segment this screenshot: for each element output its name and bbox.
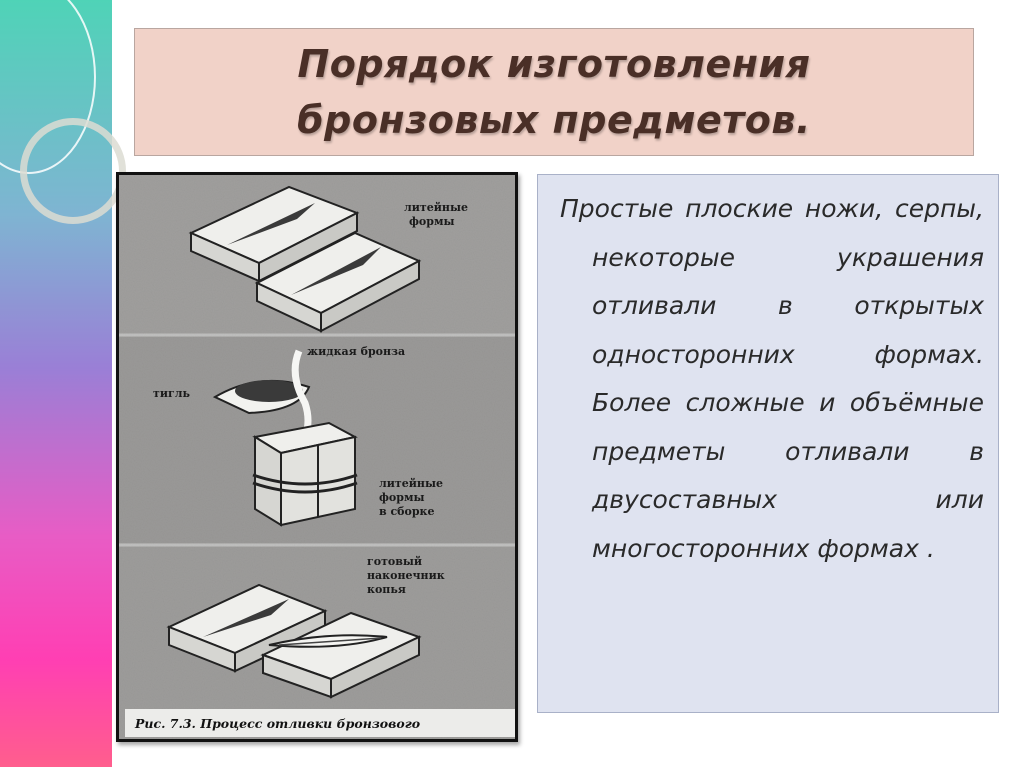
label-liquid-bronze: жидкая бронза — [307, 345, 405, 358]
figure-caption: Рис. 7.3. Процесс отливки бронзового — [125, 709, 515, 737]
title-line-1: Порядок изготовления — [297, 42, 811, 86]
casting-drawing: литейные формы жидкая бронза тигль литей… — [119, 175, 515, 739]
description-text: Простые плоские ножи, серпы, некоторые у… — [560, 194, 984, 563]
description-box: Простые плоские ножи, серпы, некоторые у… — [537, 174, 999, 713]
casting-illustration: литейные формы жидкая бронза тигль литей… — [116, 172, 518, 742]
crucible-and-mold — [212, 349, 358, 527]
title-box: Порядок изготовления бронзовых предметов… — [134, 28, 974, 156]
slide-title: Порядок изготовления бронзовых предметов… — [297, 36, 811, 148]
title-line-2: бронзовых предметов. — [297, 98, 811, 142]
finished-spearhead — [166, 583, 422, 699]
label-crucible: тигль — [153, 387, 190, 400]
label-molds-1: литейные — [404, 201, 468, 214]
label-assembled-2: формы — [379, 491, 425, 504]
decorative-ring — [20, 118, 126, 224]
label-finished-2: наконечник — [367, 569, 445, 582]
label-assembled-3: в сборке — [379, 505, 434, 518]
label-finished-3: копья — [367, 583, 406, 596]
open-molds — [188, 185, 422, 333]
label-molds-2: формы — [409, 215, 455, 228]
label-assembled-1: литейные — [379, 477, 443, 490]
label-finished-1: готовый — [367, 555, 422, 568]
